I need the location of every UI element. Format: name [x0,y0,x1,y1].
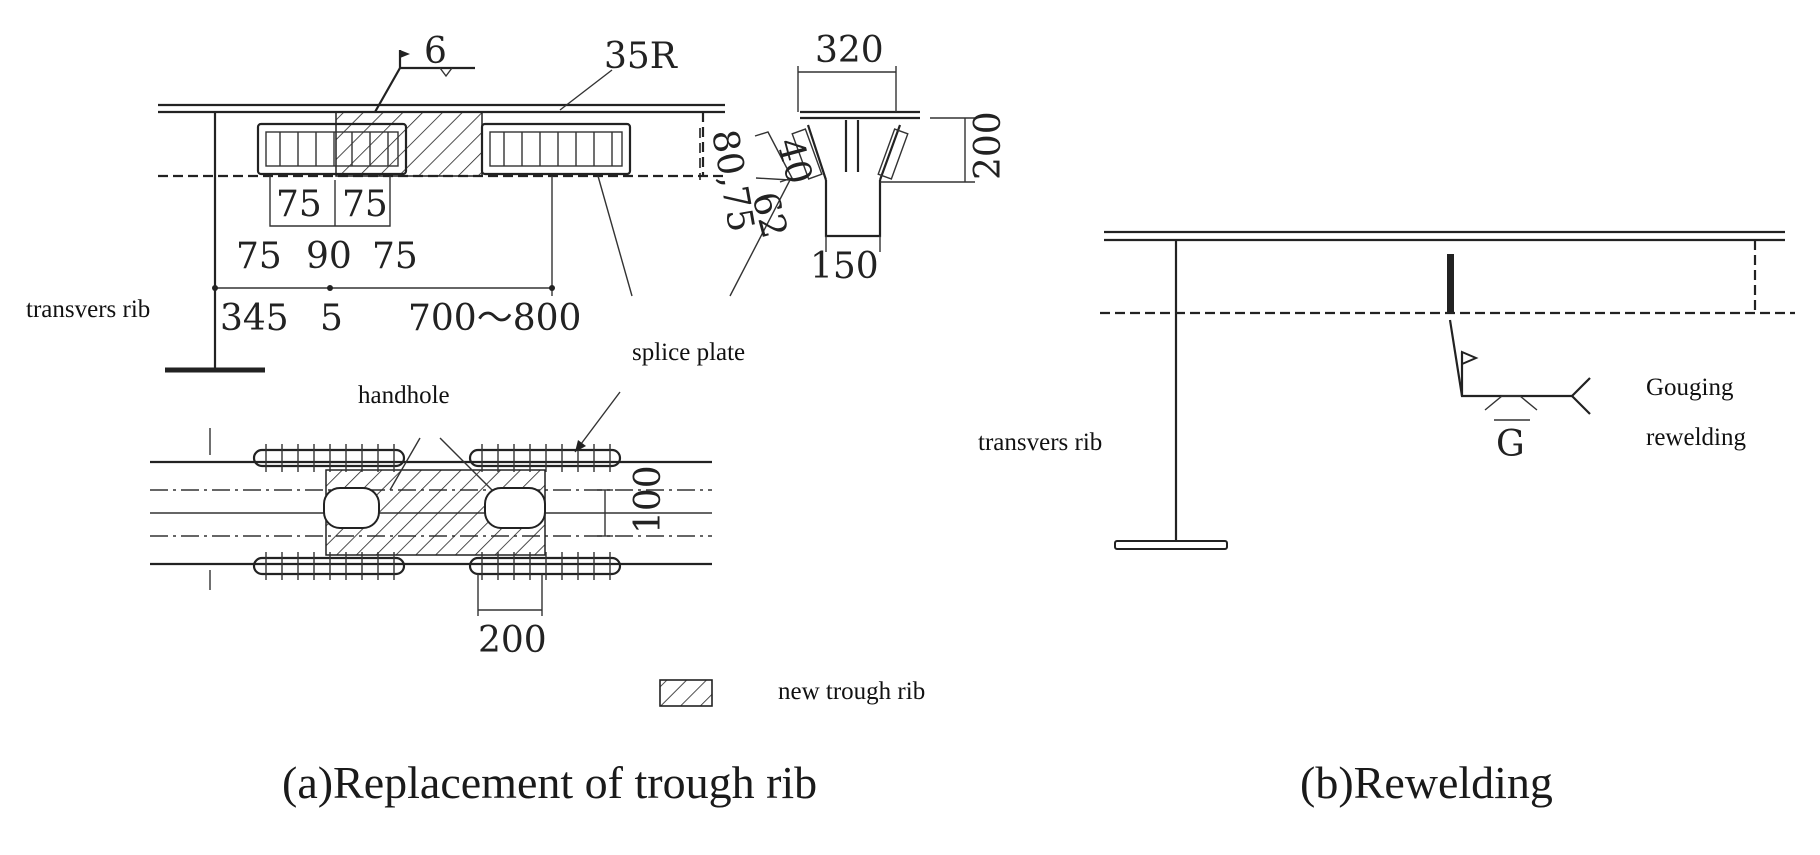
caption-panel-a: (a)Replacement of trough rib [282,757,817,808]
panel-a-plan: 100 200 [150,391,712,661]
section-dim-40: 40 [768,134,819,189]
section-dim-150: 150 [810,246,879,287]
weld-size-6: 6 [424,31,447,72]
label-rewelding: rewelding [1646,424,1746,451]
legend-hatch-swatch [659,679,713,707]
panel-a-section: 320 200 150 40 80,75 62 [699,30,1009,287]
label-splice-plate: splice plate [632,339,745,366]
section-dim-200: 200 [968,111,1009,180]
panel-a-elevation: 6 35R 75 75 75 90 75 345 5 700～800 [158,31,791,373]
dim-75-outer-left: 75 [236,236,282,277]
dim-90: 90 [306,236,352,277]
plan-dim-100: 100 [628,465,669,534]
dim-345: 345 [220,298,289,339]
dim-75-left: 75 [276,184,322,225]
weld-symbol-G: G [1496,424,1525,465]
plan-dim-200: 200 [478,620,547,661]
dim-700-800: 700～800 [408,298,581,339]
label-gouging: Gouging [1646,374,1734,401]
handhole-left [323,487,380,529]
splice-plate-right [480,122,632,176]
splice-plate-left [256,122,408,176]
panel-b-drawing: G [1100,230,1795,550]
label-transverse-rib-b: transvers rib [978,429,1102,456]
dim-75-right: 75 [342,184,388,225]
section-dim-62: 62 [743,188,794,243]
label-handhole: handhole [358,382,450,409]
caption-panel-b: (b)Rewelding [1300,757,1553,808]
label-transverse-rib-a: transvers rib [26,296,150,323]
handhole-right [484,487,546,529]
dim-75-outer-right: 75 [372,236,418,277]
dim-5: 5 [320,298,343,339]
legend-new-trough-rib: new trough rib [778,678,925,705]
section-dim-320: 320 [815,30,884,71]
radius-35R: 35R [604,36,678,77]
